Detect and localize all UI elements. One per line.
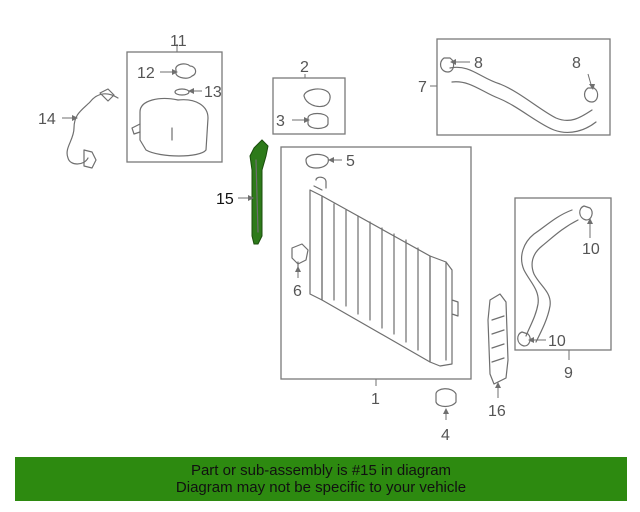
callout-11: 11 bbox=[170, 33, 187, 50]
arrowhead-15 bbox=[248, 195, 254, 201]
callout-3: 3 bbox=[276, 113, 285, 130]
part-8-clamp-left bbox=[439, 57, 455, 73]
part-14-connector bbox=[83, 149, 97, 169]
group-box-2-3 bbox=[272, 77, 346, 135]
part-14-plug bbox=[99, 88, 115, 102]
callout-9: 9 bbox=[564, 365, 573, 382]
arrowhead-12 bbox=[172, 69, 178, 75]
arrowhead-10b bbox=[528, 337, 534, 343]
callout-12: 12 bbox=[137, 65, 155, 82]
part-10-clamp-upper bbox=[579, 205, 593, 221]
part-15-bracket-highlighted bbox=[249, 139, 269, 245]
group-box-11 bbox=[126, 51, 223, 163]
callout-16: 16 bbox=[488, 403, 506, 420]
callout-1: 1 bbox=[371, 391, 380, 408]
callout-15: 15 bbox=[216, 191, 234, 208]
arrowhead-8b bbox=[589, 84, 595, 90]
callout-6: 6 bbox=[293, 283, 302, 300]
arrowhead-13 bbox=[188, 88, 194, 94]
part-1-radiator-tank-left bbox=[309, 176, 327, 301]
banner-line-2: Diagram may not be specific to your vehi… bbox=[175, 479, 467, 496]
callout-5: 5 bbox=[346, 153, 355, 170]
info-banner: Part or sub-assembly is #15 in diagram D… bbox=[15, 457, 627, 501]
part-16-air-guard bbox=[487, 293, 509, 385]
arrowhead-10a bbox=[587, 218, 593, 224]
part-6-drain-plug bbox=[291, 243, 309, 271]
callout-8b: 8 bbox=[572, 55, 581, 72]
callout-13: 13 bbox=[204, 84, 222, 101]
part-12-cap bbox=[175, 63, 197, 79]
callout-10b: 10 bbox=[548, 333, 566, 350]
callout-8a: 8 bbox=[474, 55, 483, 72]
group-box-7-8 bbox=[436, 38, 611, 136]
part-2-cap bbox=[303, 88, 331, 108]
part-7-upper-hose bbox=[449, 66, 597, 134]
callout-2: 2 bbox=[300, 59, 309, 76]
part-1-radiator-tank-right bbox=[429, 255, 459, 367]
part-10-clamp-lower bbox=[517, 331, 531, 347]
part-8-clamp-right bbox=[583, 87, 599, 103]
part-13-seal bbox=[174, 88, 190, 96]
arrowhead-3 bbox=[304, 117, 310, 123]
arrowhead-5 bbox=[328, 157, 334, 163]
arrowhead-4 bbox=[443, 408, 449, 414]
arrowhead-14 bbox=[72, 115, 78, 121]
callout-4: 4 bbox=[441, 427, 450, 444]
part-1-radiator-fins bbox=[333, 203, 419, 351]
group-box-9-10 bbox=[514, 197, 612, 351]
part-4-bushing bbox=[435, 388, 457, 408]
banner-line-1: Part or sub-assembly is #15 in diagram bbox=[190, 462, 452, 479]
callout-7: 7 bbox=[418, 79, 427, 96]
part-9-lower-hose bbox=[521, 209, 579, 343]
arrowhead-6 bbox=[295, 266, 301, 272]
part-14-wire bbox=[66, 93, 119, 165]
part-11-reservoir bbox=[139, 97, 209, 157]
part-11-reservoir-tab bbox=[131, 123, 141, 135]
part-5-cap-mount bbox=[305, 153, 329, 169]
part-3-seal bbox=[307, 112, 329, 130]
part-15-bracket-detail bbox=[255, 159, 259, 233]
callout-10a: 10 bbox=[582, 241, 600, 258]
arrowhead-8a bbox=[450, 59, 456, 65]
callout-14: 14 bbox=[38, 111, 56, 128]
arrowhead-16 bbox=[495, 382, 501, 388]
part-1-radiator-core bbox=[321, 195, 431, 363]
